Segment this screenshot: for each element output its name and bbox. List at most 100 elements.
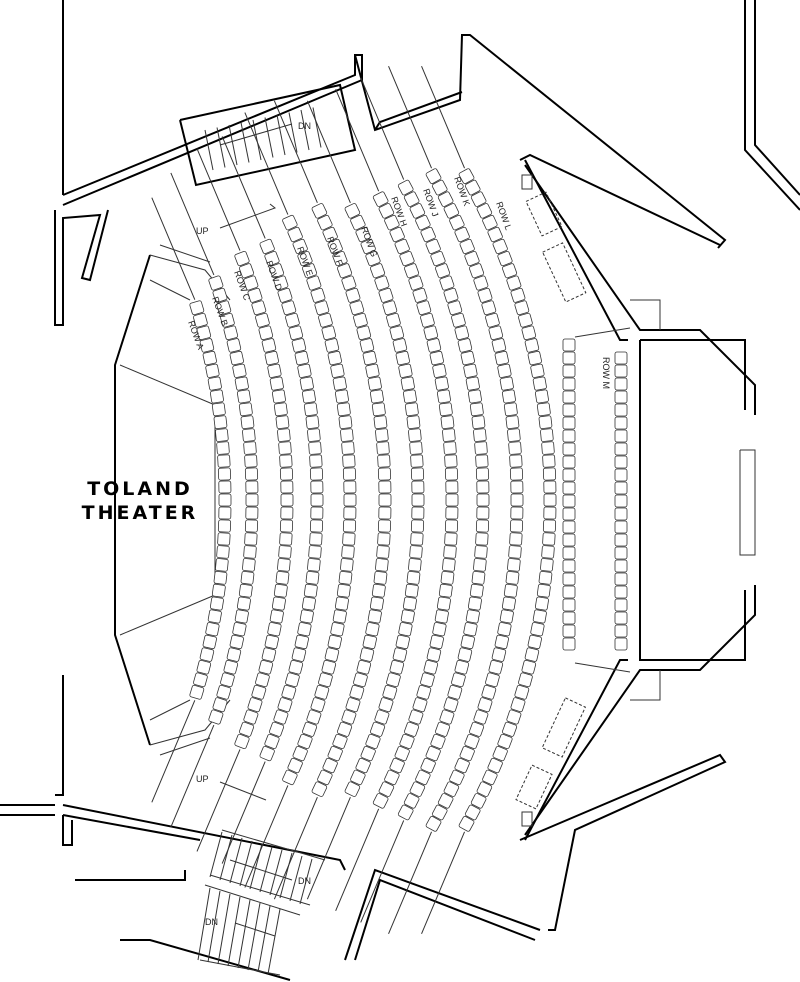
seat[interactable] <box>425 238 441 255</box>
seat[interactable] <box>491 647 507 662</box>
seat[interactable] <box>562 351 576 365</box>
seat[interactable] <box>541 545 555 559</box>
seat[interactable] <box>444 454 458 468</box>
seat[interactable] <box>343 506 357 520</box>
seat[interactable] <box>244 467 259 481</box>
seat[interactable] <box>205 363 220 378</box>
seat[interactable] <box>215 428 229 442</box>
seat[interactable] <box>199 647 215 662</box>
seat[interactable] <box>482 214 498 231</box>
seat[interactable] <box>273 583 288 598</box>
seat[interactable] <box>614 351 628 365</box>
seat[interactable] <box>430 733 446 750</box>
seat[interactable] <box>261 338 277 353</box>
seat[interactable] <box>327 634 342 650</box>
seat[interactable] <box>404 583 419 598</box>
seat[interactable] <box>369 389 384 404</box>
seat[interactable] <box>439 275 455 291</box>
seat[interactable] <box>376 441 390 455</box>
seat[interactable] <box>308 545 322 559</box>
seat[interactable] <box>232 622 247 637</box>
seat[interactable] <box>350 214 366 231</box>
seat[interactable] <box>411 506 425 520</box>
seat[interactable] <box>277 428 291 442</box>
seat[interactable] <box>245 506 259 520</box>
seat[interactable] <box>562 468 576 482</box>
seat[interactable] <box>278 545 292 559</box>
seat[interactable] <box>311 203 328 219</box>
seat[interactable] <box>469 402 484 417</box>
seat[interactable] <box>309 467 324 481</box>
seat[interactable] <box>497 733 513 750</box>
seat[interactable] <box>234 733 250 750</box>
seat[interactable] <box>317 769 333 786</box>
seat[interactable] <box>211 402 226 417</box>
seat[interactable] <box>509 454 523 468</box>
seat[interactable] <box>507 428 521 442</box>
seat[interactable] <box>208 709 224 725</box>
seat[interactable] <box>505 570 520 585</box>
seat[interactable] <box>318 672 333 688</box>
seat[interactable] <box>475 467 490 481</box>
seat[interactable] <box>614 364 628 378</box>
seat[interactable] <box>398 622 413 637</box>
seat[interactable] <box>332 733 348 750</box>
seat[interactable] <box>259 238 275 255</box>
seat[interactable] <box>524 647 540 662</box>
seat[interactable] <box>338 415 353 430</box>
seat[interactable] <box>334 389 349 404</box>
seat[interactable] <box>437 191 454 207</box>
seat[interactable] <box>488 325 504 341</box>
seat[interactable] <box>473 709 489 725</box>
seat[interactable] <box>308 441 322 455</box>
seat[interactable] <box>302 721 318 737</box>
seat[interactable] <box>327 238 343 255</box>
seat[interactable] <box>234 376 249 391</box>
seat[interactable] <box>432 622 447 637</box>
seat[interactable] <box>341 275 357 291</box>
seat[interactable] <box>217 519 232 533</box>
seat[interactable] <box>212 697 228 713</box>
seat[interactable] <box>236 389 251 404</box>
seat[interactable] <box>238 402 253 417</box>
seat[interactable] <box>499 376 514 391</box>
seat[interactable] <box>378 697 394 713</box>
seat[interactable] <box>562 546 576 560</box>
seat[interactable] <box>487 757 503 774</box>
seat[interactable] <box>460 634 475 650</box>
seat[interactable] <box>443 545 457 559</box>
seat[interactable] <box>280 480 294 494</box>
seat[interactable] <box>217 454 231 468</box>
seat[interactable] <box>459 238 475 255</box>
seat[interactable] <box>408 709 424 725</box>
seat[interactable] <box>321 659 337 675</box>
seat[interactable] <box>287 757 303 774</box>
seat[interactable] <box>307 428 321 442</box>
seat[interactable] <box>454 226 470 243</box>
seat[interactable] <box>285 312 300 328</box>
seat[interactable] <box>264 733 280 750</box>
seat[interactable] <box>521 325 537 341</box>
seat[interactable] <box>378 203 395 219</box>
seat[interactable] <box>518 312 533 328</box>
seat[interactable] <box>445 480 459 494</box>
seat[interactable] <box>614 494 628 508</box>
seat[interactable] <box>454 757 470 774</box>
seat[interactable] <box>491 338 507 353</box>
seat[interactable] <box>377 532 391 546</box>
seat[interactable] <box>410 454 424 468</box>
seat[interactable] <box>294 634 309 650</box>
seat[interactable] <box>443 287 459 303</box>
seat[interactable] <box>359 338 375 353</box>
seat[interactable] <box>362 634 377 650</box>
seat[interactable] <box>273 402 288 417</box>
seat[interactable] <box>442 558 456 572</box>
seat[interactable] <box>402 596 417 611</box>
seat[interactable] <box>434 609 449 624</box>
seat[interactable] <box>457 647 473 662</box>
seat[interactable] <box>259 745 275 762</box>
seat[interactable] <box>236 596 251 611</box>
seat[interactable] <box>386 312 401 328</box>
seat[interactable] <box>215 558 229 572</box>
seat[interactable] <box>211 583 226 598</box>
